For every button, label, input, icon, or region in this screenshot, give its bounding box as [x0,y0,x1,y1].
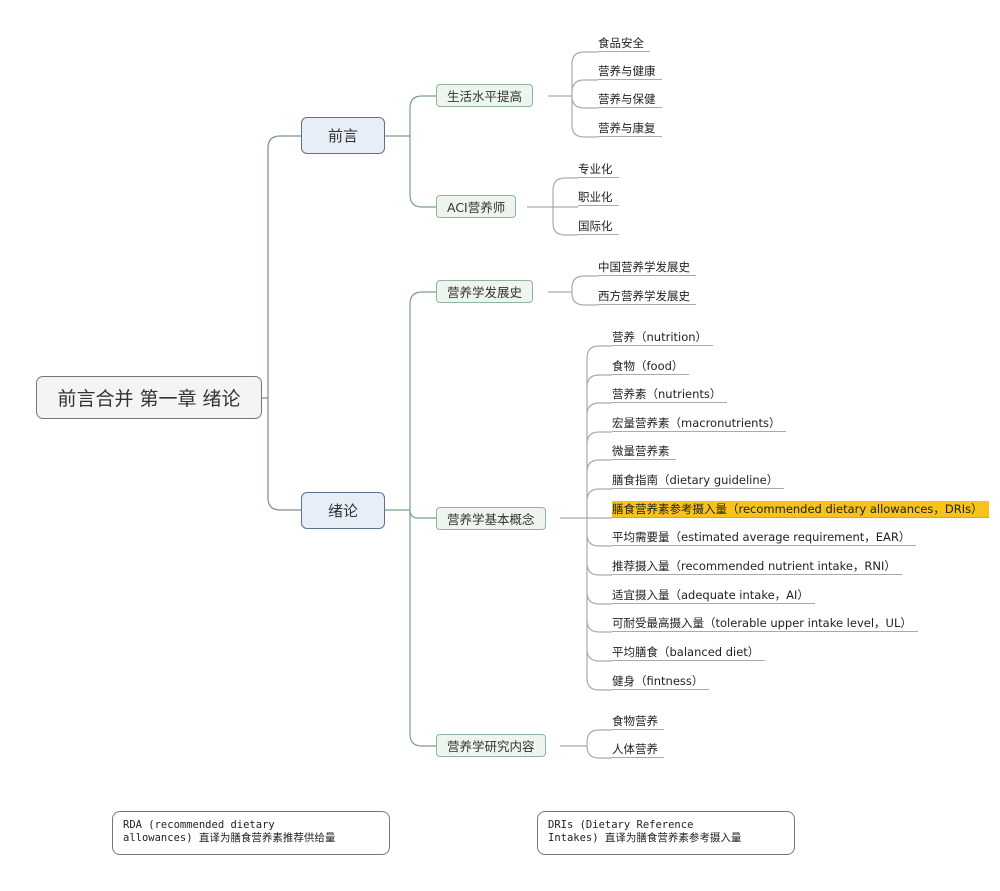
subtopic-living-standard[interactable]: 生活水平提高 [436,84,534,107]
note-rda: RDA (recommended dietary allowances) 直译为… [112,811,390,855]
leaf-item[interactable]: 营养与健康 [598,63,662,80]
subtopic-basic-concepts[interactable]: 营养学基本概念 [436,507,546,530]
root-topic[interactable]: 前言合并 第一章 绪论 [36,376,262,419]
connector [548,275,598,306]
leaf-item[interactable]: 人体营养 [612,741,664,758]
leaf-item[interactable]: 营养（nutrition） [612,329,714,346]
subtopic-research-content[interactable]: 营养学研究内容 [436,734,546,757]
connector [527,177,578,236]
leaf-item[interactable]: 专业化 [578,161,619,178]
connector [548,51,598,138]
leaf-item[interactable]: 食品安全 [598,35,650,52]
leaf-item[interactable]: 职业化 [578,189,619,206]
leaf-item[interactable]: 营养与康复 [598,120,662,137]
leaf-item[interactable]: 营养素（nutrients） [612,386,728,403]
connector [560,345,612,691]
leaf-item[interactable]: 平均需要量（estimated average requirement，EAR） [612,529,917,546]
note-dris-line1: DRIs (Dietary Reference [548,819,694,831]
leaf-item[interactable]: 食物（food） [612,358,690,375]
connector [560,729,612,759]
connector [385,291,436,747]
leaf-item[interactable]: 中国营养学发展史 [598,259,696,276]
leaf-item[interactable]: 健身（fintness） [612,673,710,690]
leaf-item[interactable]: 膳食指南（dietary guideline） [612,472,785,489]
leaf-item[interactable]: 平均膳食（balanced diet） [612,644,766,661]
connector [262,135,301,511]
subtopic-nutrition-history[interactable]: 营养学发展史 [436,280,534,303]
note-dris-line2: Intakes) 直译为膳食营养素参考摄入量 [548,832,742,844]
leaf-item[interactable]: 推荐摄入量（recommended nutrient intake，RNI） [612,558,902,575]
note-rda-line1: RDA (recommended dietary [123,819,275,831]
topic-preface[interactable]: 前言 [301,117,385,154]
subtopic-aci-nutritionist[interactable]: ACI营养师 [436,195,517,218]
leaf-item[interactable]: 适宜摄入量（adequate intake，AI） [612,587,815,604]
topic-introduction[interactable]: 绪论 [301,492,385,529]
leaf-item[interactable]: 微量营养素 [612,443,676,460]
leaf-item[interactable]: 西方营养学发展史 [598,288,696,305]
connector [385,95,436,208]
leaf-item[interactable]: 国际化 [578,218,619,235]
note-dris: DRIs (Dietary Reference Intakes) 直译为膳食营养… [537,811,795,855]
leaf-item[interactable]: 食物营养 [612,713,664,730]
leaf-item[interactable]: 营养与保健 [598,91,662,108]
leaf-item[interactable]: 可耐受最高摄入量（tolerable upper intake level，UL… [612,615,918,632]
leaf-item[interactable]: 膳食营养素参考摄入量（recommended dietary allowance… [612,501,989,518]
leaf-item[interactable]: 宏量营养素（macronutrients） [612,415,787,432]
note-rda-line2: allowances) 直译为膳食营养素推荐供给量 [123,832,336,844]
